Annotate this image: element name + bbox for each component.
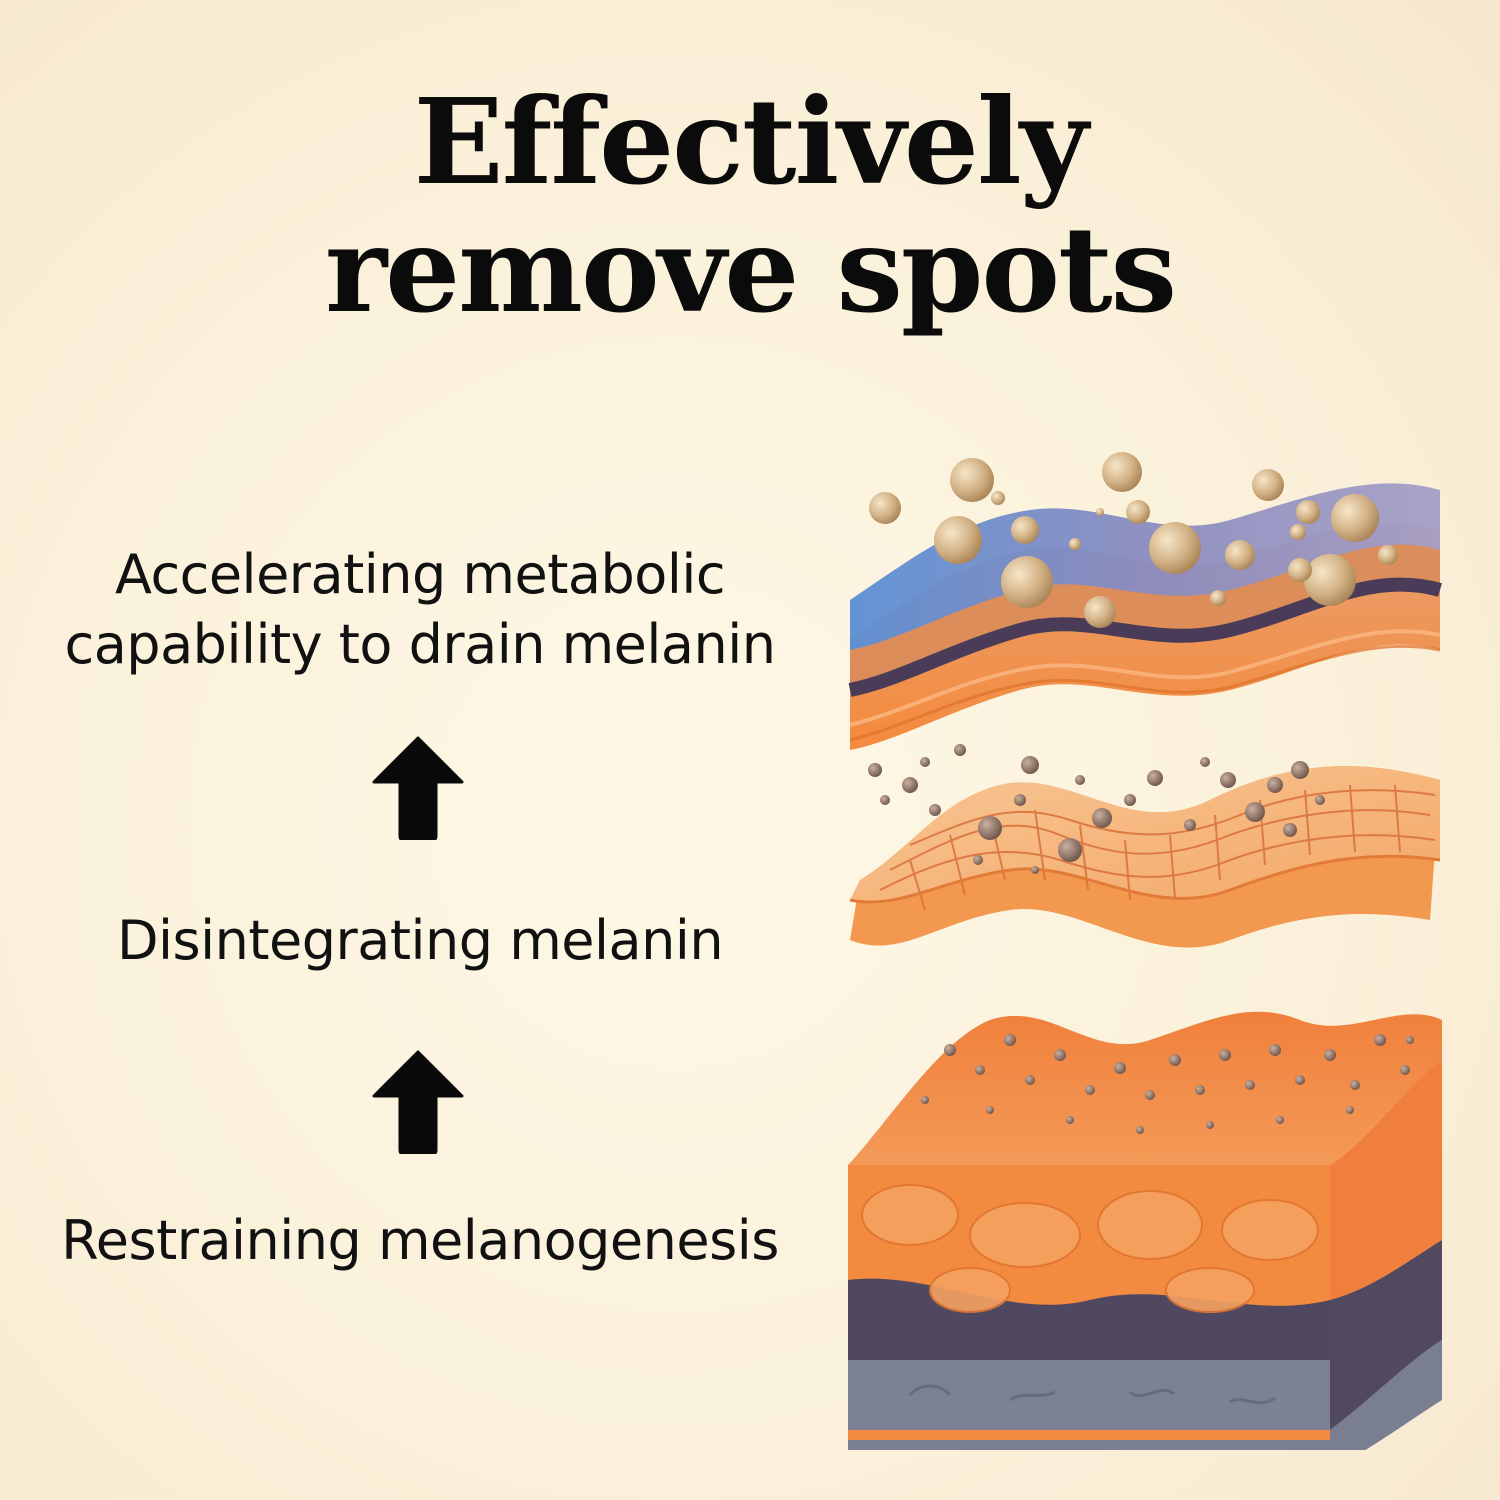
arrow-up-icon — [372, 736, 464, 840]
step-line: Accelerating metabolic — [114, 543, 726, 606]
melanin-particles-middle — [868, 744, 1325, 874]
step-line: Disintegrating melanin — [116, 909, 724, 972]
step-restrain-melanogenesis: Restraining melanogenesis — [20, 1206, 820, 1276]
step-line: Restraining melanogenesis — [61, 1209, 779, 1272]
title-line-2: remove spots — [324, 200, 1177, 339]
melanin-net-layer — [849, 766, 1441, 948]
step-drain-melanin: Accelerating metabolic capability to dra… — [20, 540, 820, 680]
step-disintegrate-melanin: Disintegrating melanin — [20, 906, 820, 976]
page-title: Effectively remove spots — [0, 78, 1500, 334]
step-line: capability to drain melanin — [64, 613, 776, 676]
arrow-up-icon — [372, 1050, 464, 1154]
dermis-block — [848, 1011, 1442, 1450]
skin-layers-illustration — [848, 452, 1442, 1450]
title-line-1: Effectively — [413, 72, 1089, 211]
melanin-particles-top — [869, 452, 1398, 628]
